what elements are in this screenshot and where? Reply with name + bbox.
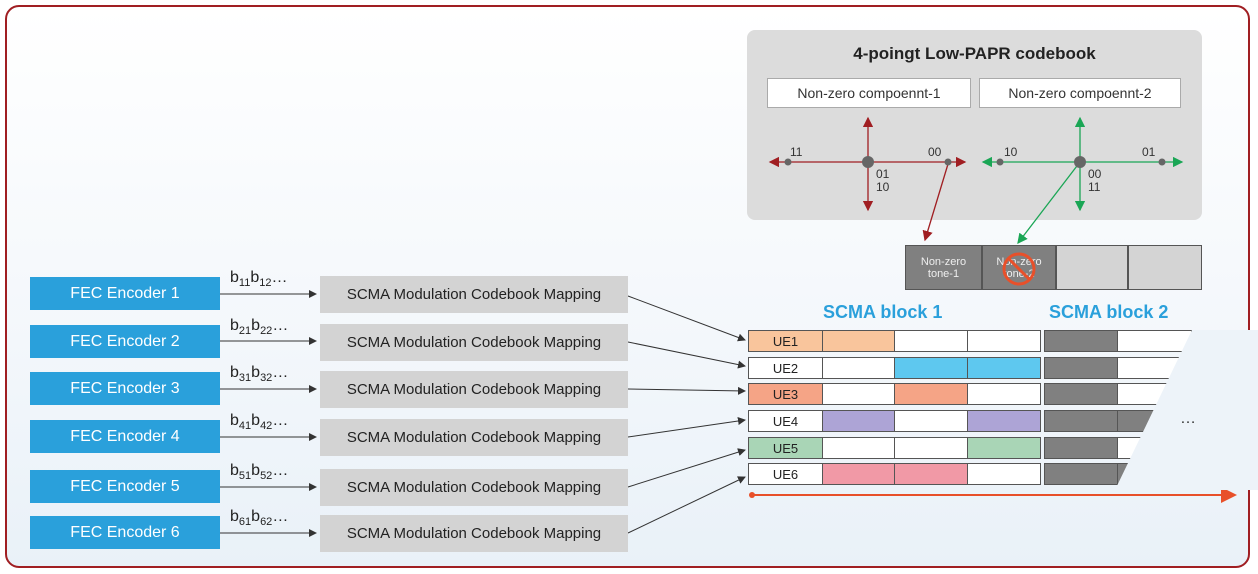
encoder-arrows xyxy=(220,290,317,537)
resource-cell xyxy=(894,410,968,432)
mapping-to-ue-arrows xyxy=(627,295,746,534)
resource-cell xyxy=(967,357,1041,379)
constellation-1 xyxy=(768,116,967,242)
component-1-label: Non-zero compoennt-1 xyxy=(767,78,971,108)
codebook-panel: 4-poingt Low-PAPR codebook Non-zero comp… xyxy=(747,30,1202,220)
resource-cell xyxy=(1044,383,1118,405)
fec-encoder-6: FEC Encoder 6 xyxy=(30,516,220,549)
block-1-title: SCMA block 1 xyxy=(823,302,943,322)
fec-encoder-2: FEC Encoder 2 xyxy=(30,325,220,358)
resource-cell xyxy=(1044,410,1118,432)
resource-cell xyxy=(822,330,895,352)
tone-4 xyxy=(1128,245,1202,290)
resource-cell xyxy=(1117,463,1192,485)
resource-cell xyxy=(894,437,968,459)
fec-encoder-5: FEC Encoder 5 xyxy=(30,470,220,503)
point-label: 00 xyxy=(928,145,942,159)
resource-cell xyxy=(1117,437,1192,459)
resource-cell xyxy=(967,383,1041,405)
prohibited-icon xyxy=(1002,252,1036,286)
point-label: 00 xyxy=(1088,167,1102,181)
codebook-mapping-box: SCMA Modulation Codebook Mapping xyxy=(320,469,628,506)
resource-cell xyxy=(967,437,1041,459)
tone-3 xyxy=(1056,245,1128,290)
resource-cell xyxy=(1044,437,1118,459)
point-label: 11 xyxy=(790,145,803,159)
fec-encoder-4: FEC Encoder 4 xyxy=(30,420,220,453)
bit-stream-label: b61b62… xyxy=(230,508,289,529)
resource-cell xyxy=(822,437,895,459)
ue-label: UE5 xyxy=(748,437,823,459)
codebook-title: 4-poingt Low-PAPR codebook xyxy=(853,44,1096,63)
resource-cell xyxy=(967,463,1041,485)
resource-cell xyxy=(894,383,968,405)
bit-stream-label: b11b12… xyxy=(230,269,288,290)
bit-stream-label: b41b42… xyxy=(230,412,289,433)
codebook-mapping-box: SCMA Modulation Codebook Mapping xyxy=(320,515,628,552)
bit-stream-label: b31b32… xyxy=(230,364,289,385)
resource-cell xyxy=(1117,330,1192,352)
resource-cell xyxy=(1117,383,1192,405)
resource-cell xyxy=(1044,330,1118,352)
point-label: 11 xyxy=(1088,180,1101,194)
resource-cell xyxy=(822,383,895,405)
ue-label: UE1 xyxy=(748,330,823,352)
resource-cell xyxy=(967,410,1041,432)
resource-cell xyxy=(1044,357,1118,379)
bit-stream-label: b51b52… xyxy=(230,462,289,483)
codebook-mapping-box: SCMA Modulation Codebook Mapping xyxy=(320,276,628,313)
fec-encoder-1: FEC Encoder 1 xyxy=(30,277,220,310)
ue-label: UE4 xyxy=(748,410,823,432)
codebook-mapping-box: SCMA Modulation Codebook Mapping xyxy=(320,419,628,456)
constellation-2 xyxy=(981,116,1184,245)
point-label: 01 xyxy=(876,167,890,181)
ue-label: UE3 xyxy=(748,383,823,405)
component-2-label: Non-zero compoennt-2 xyxy=(979,78,1181,108)
resource-cell xyxy=(822,357,895,379)
resource-cell xyxy=(1117,357,1192,379)
tone-1-label-a: Non-zero xyxy=(920,255,967,268)
block-2-title: SCMA block 2 xyxy=(1049,302,1169,322)
resource-cell xyxy=(822,463,895,485)
resource-cell xyxy=(894,330,968,352)
fec-encoder-3: FEC Encoder 3 xyxy=(30,372,220,405)
resource-cell xyxy=(967,330,1041,352)
point-label: 10 xyxy=(1004,145,1018,159)
resource-cell xyxy=(822,410,895,432)
bit-stream-label: b21b22… xyxy=(230,317,289,338)
more-blocks: … xyxy=(1180,410,1196,427)
resource-cell xyxy=(894,463,968,485)
resource-cell xyxy=(894,357,968,379)
codebook-mapping-box: SCMA Modulation Codebook Mapping xyxy=(320,371,628,408)
resource-cell xyxy=(1044,463,1118,485)
point-label: 01 xyxy=(1142,145,1156,159)
tone-1-label-b: tone-1 xyxy=(927,267,960,280)
point-label: 10 xyxy=(876,180,890,194)
codebook-mapping-box: SCMA Modulation Codebook Mapping xyxy=(320,324,628,361)
ue-label: UE2 xyxy=(748,357,823,379)
ue-label: UE6 xyxy=(748,463,823,485)
